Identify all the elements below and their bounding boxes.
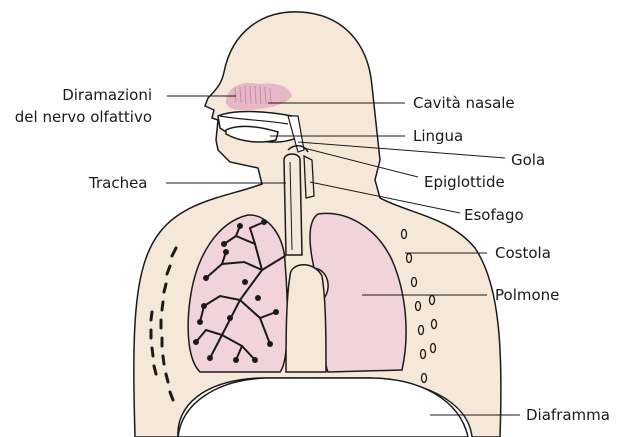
label-cavita-nasale: Cavità nasale xyxy=(413,94,515,112)
esophagus xyxy=(304,156,314,198)
label-diramazioni-line1: Diramazioni xyxy=(62,86,152,104)
label-epiglottide: Epiglottide xyxy=(424,173,505,191)
label-gola: Gola xyxy=(511,151,545,169)
trachea xyxy=(284,154,302,255)
label-esofago: Esofago xyxy=(464,206,524,224)
heart-gap xyxy=(286,265,326,372)
label-polmone: Polmone xyxy=(495,286,559,304)
label-trachea: Trachea xyxy=(88,174,148,192)
label-diaframma: Diaframma xyxy=(526,406,610,424)
label-lingua: Lingua xyxy=(413,127,463,145)
label-costola: Costola xyxy=(495,244,551,262)
label-diramazioni-line2: del nervo olfattivo xyxy=(15,108,152,126)
